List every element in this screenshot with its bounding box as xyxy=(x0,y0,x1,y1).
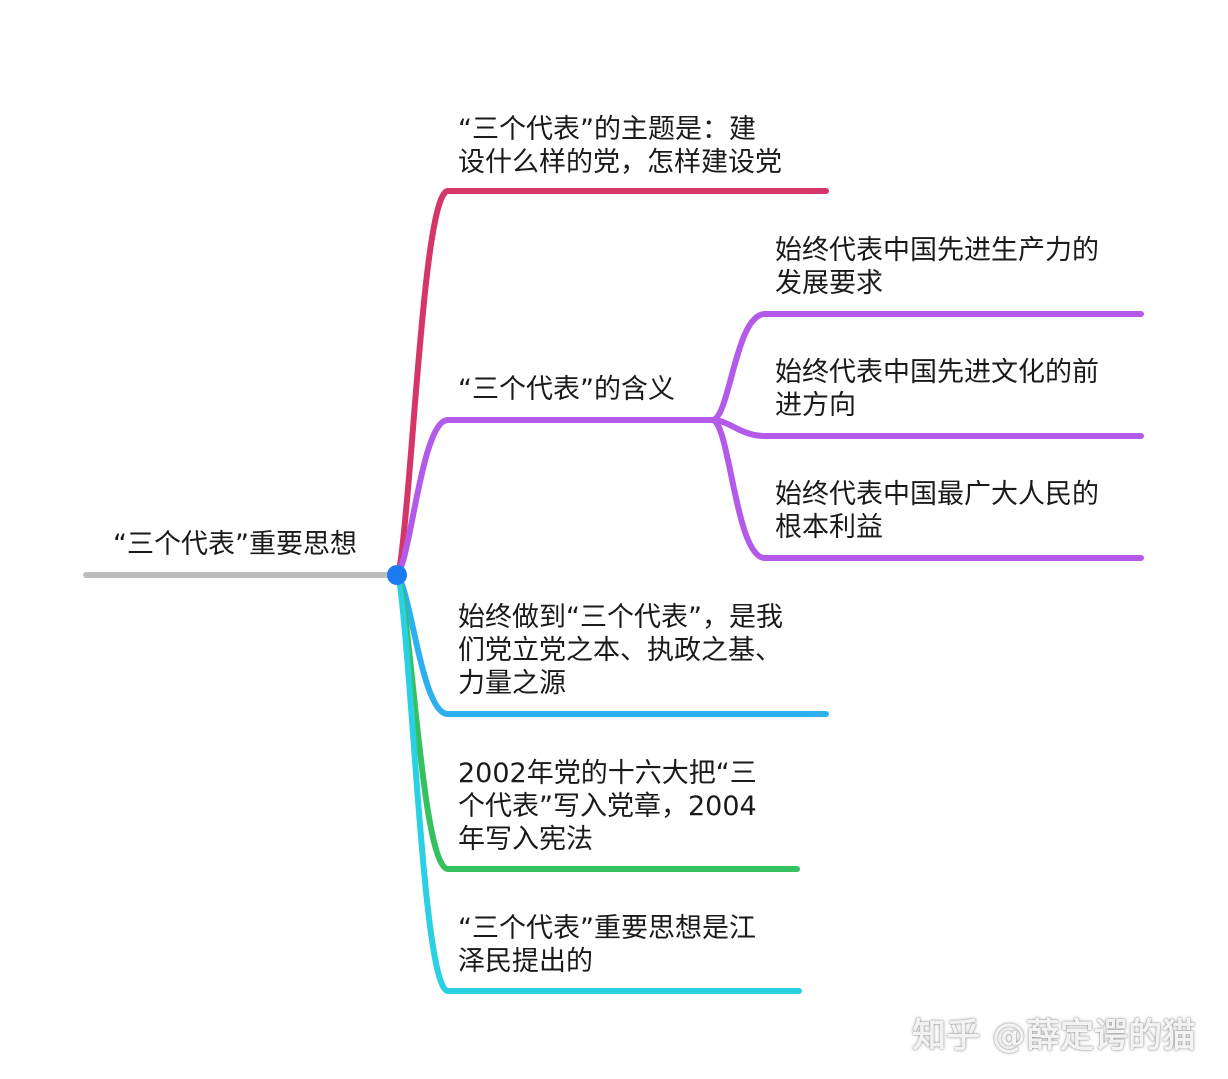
subtopic-culture-line-2: 进方向 xyxy=(775,390,856,421)
subtopic-productivity[interactable]: 始终代表中国先进生产力的 发展要求 xyxy=(775,234,1099,300)
subtopic-people-line-2: 根本利益 xyxy=(775,512,883,543)
subtopic-people-line-1: 始终代表中国最广大人民的 xyxy=(775,479,1099,510)
topic-foundation[interactable]: 始终做到“三个代表”，是我 们党立党之本、执政之基、 力量之源 xyxy=(458,601,783,700)
topic-origin-line-1: “三个代表”重要思想是江 xyxy=(458,913,756,944)
topic-history-line-2: 个代表”写入党章，2004 xyxy=(458,791,757,822)
root-junction-node[interactable] xyxy=(387,565,407,585)
subtopic-culture[interactable]: 始终代表中国先进文化的前 进方向 xyxy=(775,356,1099,422)
topic-meaning[interactable]: “三个代表”的含义 xyxy=(458,373,675,406)
topic-theme-line-2: 设什么样的党，怎样建设党 xyxy=(458,147,782,178)
subtopic-productivity-line-2: 发展要求 xyxy=(775,268,883,299)
topic-foundation-line-2: 们党立党之本、执政之基、 xyxy=(458,635,782,666)
root-topic-label: “三个代表”重要思想 xyxy=(113,529,357,560)
topic-theme-line-1: “三个代表”的主题是：建 xyxy=(458,114,756,145)
topic-foundation-line-3: 力量之源 xyxy=(458,668,566,699)
watermark: 知乎 @薛定谔的猫 xyxy=(912,1016,1196,1056)
edge-meaning xyxy=(392,417,451,578)
root-topic[interactable]: “三个代表”重要思想 xyxy=(113,528,357,561)
topic-history-line-1: 2002年党的十六大把“三 xyxy=(458,758,757,789)
topic-history[interactable]: 2002年党的十六大把“三 个代表”写入党章，2004 年写入宪法 xyxy=(458,757,757,856)
topic-origin[interactable]: “三个代表”重要思想是江 泽民提出的 xyxy=(458,912,756,978)
subtopic-culture-line-1: 始终代表中国先进文化的前 xyxy=(775,357,1099,388)
topic-meaning-line-1: “三个代表”的含义 xyxy=(458,374,675,405)
subtopic-productivity-line-1: 始终代表中国先进生产力的 xyxy=(775,235,1099,266)
topic-theme[interactable]: “三个代表”的主题是：建 设什么样的党，怎样建设党 xyxy=(458,113,782,179)
edge-origin xyxy=(392,572,451,994)
topic-foundation-line-1: 始终做到“三个代表”，是我 xyxy=(458,602,783,633)
subtopic-people[interactable]: 始终代表中国最广大人民的 根本利益 xyxy=(775,478,1099,544)
edge-theme xyxy=(392,188,451,578)
edge-people xyxy=(709,417,768,561)
topic-origin-line-2: 泽民提出的 xyxy=(458,946,593,977)
topic-history-line-3: 年写入宪法 xyxy=(458,824,593,855)
edge-productivity xyxy=(709,311,768,423)
